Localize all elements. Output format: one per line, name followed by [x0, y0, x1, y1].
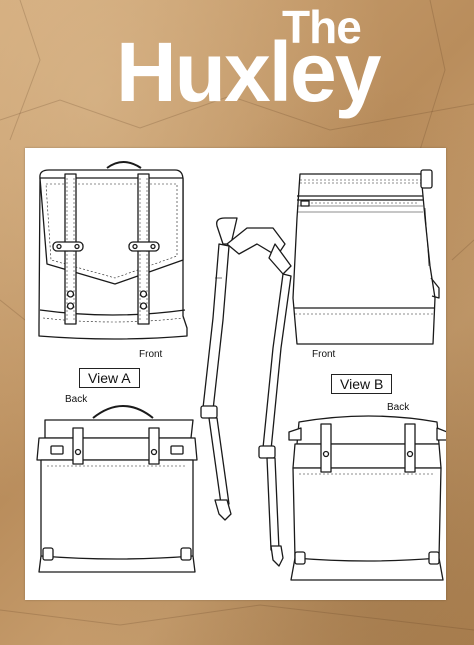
view-b-back-label: Back	[387, 402, 410, 413]
view-a-back-illustration	[36, 405, 198, 573]
view-a-front-label: Front	[139, 349, 163, 360]
view-a-back-label: Back	[65, 394, 88, 405]
shoulder-strap-illustration	[200, 217, 292, 567]
title-the: The	[282, 1, 362, 53]
view-a-label: View A	[79, 368, 140, 388]
view-b-label: View B	[331, 374, 393, 394]
view-b-back-illustration	[288, 415, 446, 581]
view-a-front-illustration	[38, 161, 188, 340]
title-huxley: Huxley	[116, 25, 381, 119]
view-b-front-label: Front	[312, 349, 336, 360]
bag-line-drawings	[36, 161, 446, 581]
pattern-sheet: Front Front View A View B Back Back	[25, 148, 446, 600]
view-b-front-illustration	[292, 169, 440, 345]
